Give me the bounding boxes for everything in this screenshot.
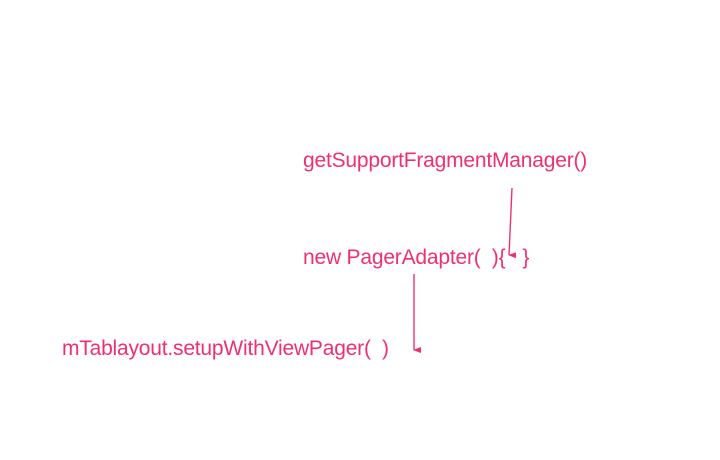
arrow-manager-into-adapter xyxy=(508,187,517,259)
fragment-manager-call-label: getSupportFragmentManager() xyxy=(303,149,588,172)
setup-with-viewpager-call-label: mTablayout.setupWithViewPager( ) xyxy=(62,337,389,360)
pager-adapter-constructor-label: new PagerAdapter( ){ } xyxy=(303,246,530,269)
